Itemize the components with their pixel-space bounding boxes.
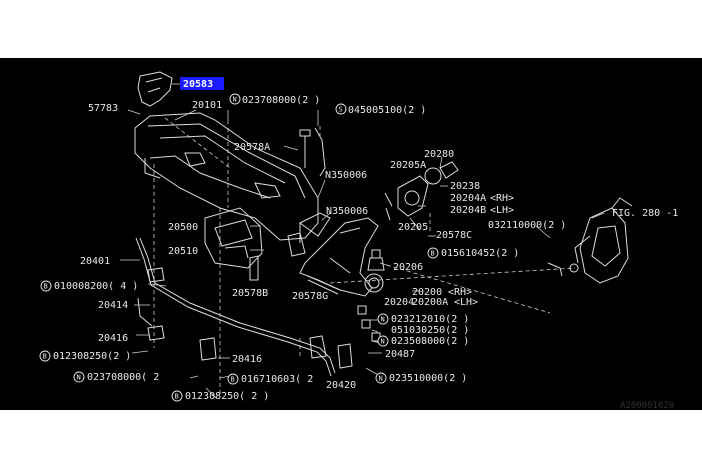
label-20204B[interactable]: 20204B — [450, 205, 486, 216]
b-badge-letter: B — [431, 250, 435, 258]
label-20280[interactable]: 20280 — [424, 149, 454, 160]
label-20510[interactable]: 20510 — [168, 246, 198, 257]
b-badge-icon — [227, 373, 239, 385]
parts-diagram-svg: N S B B N N B N B N B 20583 57783 20101 … — [39, 71, 678, 402]
label-010008200[interactable]: 010008200( 4 ) — [54, 281, 138, 292]
s-badge-icon — [335, 103, 347, 115]
s-badge-letter: S — [339, 106, 343, 114]
label-20487[interactable]: 20487 — [385, 349, 415, 360]
n-badge-icon — [377, 313, 389, 325]
callout-badges: N S B B N N B N B N B — [39, 93, 439, 402]
label-20420[interactable]: 20420 — [326, 380, 356, 391]
corner-code: A200001020 — [620, 401, 675, 411]
label-20416-b[interactable]: 20416 — [232, 354, 262, 365]
b-badge-icon — [40, 280, 52, 292]
label-023212010[interactable]: 023212010(2 ) — [391, 314, 469, 325]
n-badge-icon — [73, 371, 85, 383]
part-labels: 20583 57783 20101 023708000(2 ) 04500510… — [53, 77, 678, 402]
parts-diagram: N S B B N N B N B N B 20583 57783 20101 … — [0, 58, 702, 410]
label-051030250[interactable]: 051030250(2 ) — [391, 325, 469, 336]
b-badge-icon — [427, 247, 439, 259]
label-20583-highlighted[interactable]: 20583 — [183, 79, 213, 90]
label-012308250-b[interactable]: 012308250( 2 ) — [185, 391, 269, 402]
label-20578A[interactable]: 20578A — [234, 142, 270, 153]
n-badge-letter: N — [381, 338, 385, 346]
label-20205[interactable]: 20205 — [398, 222, 428, 233]
label-20416-a[interactable]: 20416 — [98, 333, 128, 344]
label-20578C[interactable]: 20578C — [436, 230, 472, 241]
label-fig-280-1[interactable]: FIG. 280 -1 — [612, 208, 678, 219]
knuckle-drawing — [547, 197, 633, 284]
label-lh-1: <LH> — [490, 205, 514, 216]
label-20578B[interactable]: 20578B — [232, 288, 268, 299]
label-20578G[interactable]: 20578G — [292, 291, 328, 302]
label-20401[interactable]: 20401 — [80, 256, 110, 267]
label-023510000[interactable]: 023510000(2 ) — [389, 373, 467, 384]
label-023708000-a[interactable]: 023708000(2 ) — [242, 95, 320, 106]
label-57783[interactable]: 57783 — [88, 103, 118, 114]
label-20204[interactable]: 20204 — [384, 297, 414, 308]
b-badge-letter: B — [175, 393, 179, 401]
label-20414[interactable]: 20414 — [98, 300, 128, 311]
label-20200[interactable]: 20200 — [412, 287, 442, 298]
n-badge-letter: N — [379, 375, 383, 383]
label-lh-2: <LH> — [454, 297, 478, 308]
n-badge-icon — [375, 372, 387, 384]
control-arm-drawing — [299, 161, 459, 342]
label-N350006-a[interactable]: N350006 — [325, 170, 367, 181]
b-badge-icon — [171, 390, 183, 402]
b-badge-icon — [39, 350, 51, 362]
label-045005100[interactable]: 045005100(2 ) — [348, 105, 426, 116]
b-badge-letter: B — [44, 283, 48, 291]
label-20204A[interactable]: 20204A — [450, 193, 486, 204]
label-016710603[interactable]: 016710603( 2 — [241, 374, 313, 385]
label-015610452[interactable]: 015610452(2 ) — [441, 248, 519, 259]
label-20205A[interactable]: 20205A — [390, 160, 426, 171]
label-rh-2: <RH> — [448, 287, 472, 298]
label-20206[interactable]: 20206 — [393, 262, 423, 273]
b-badge-letter: B — [231, 376, 235, 384]
label-023508000[interactable]: 023508000(2 ) — [391, 336, 469, 347]
n-badge-letter: N — [77, 374, 81, 382]
crossmember-drawing — [134, 71, 331, 281]
stabilizer-drawing — [135, 237, 353, 377]
n-badge-letter: N — [233, 96, 237, 104]
n-badge-icon — [377, 335, 389, 347]
label-20200A[interactable]: 20200A — [412, 297, 448, 308]
leader-lines — [120, 83, 605, 399]
label-032110000[interactable]: 032110000(2 ) — [488, 220, 566, 231]
n-badge-icon — [229, 93, 241, 105]
n-badge-letter: N — [381, 316, 385, 324]
b-badge-letter: B — [43, 353, 47, 361]
highlight-box — [180, 77, 224, 90]
label-20500[interactable]: 20500 — [168, 222, 198, 233]
label-20238[interactable]: 20238 — [450, 181, 480, 192]
label-023708000-b[interactable]: 023708000( 2 — [87, 372, 159, 383]
label-012308250-a[interactable]: 012308250(2 ) — [53, 351, 131, 362]
label-N350006-b[interactable]: N350006 — [326, 206, 368, 217]
label-rh-1: <RH> — [490, 193, 514, 204]
label-20101[interactable]: 20101 — [192, 100, 222, 111]
